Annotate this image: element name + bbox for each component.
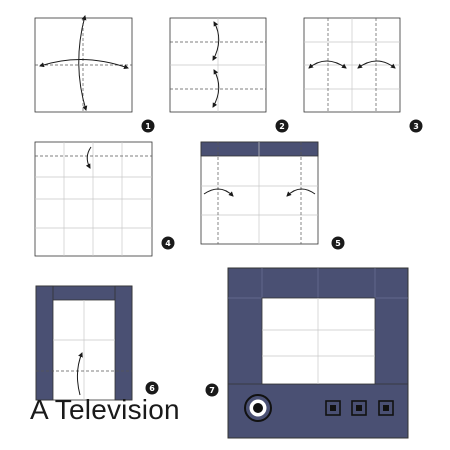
step-5-number: 5 (335, 239, 341, 248)
step-3: 3 (303, 17, 423, 133)
tv-screen (261, 297, 376, 385)
step-6: 6 (35, 285, 159, 401)
step-1-number: 1 (145, 122, 151, 131)
step-5-badge (331, 236, 345, 250)
tv-dial-icon (244, 394, 272, 422)
tv-button-icon (351, 400, 367, 416)
step-2: 2 (169, 17, 289, 133)
curved-fold-arrow-icon (85, 146, 92, 169)
step-7: 7 (205, 267, 409, 439)
tv-button-icon (325, 400, 341, 416)
step-4-badge (161, 236, 175, 250)
curved-fold-arrow-icon (286, 188, 316, 197)
curved-fold-arrow-icon (203, 188, 234, 197)
step-4-number: 4 (165, 239, 171, 248)
step-7-number: 7 (209, 386, 215, 395)
step-6-badge (145, 381, 159, 395)
step-4: 4 (34, 141, 175, 257)
curved-fold-arrow-icon (212, 69, 220, 108)
tv-button-icon (378, 400, 394, 416)
page-title: A Television (30, 394, 180, 425)
step-6-number: 6 (149, 384, 155, 393)
curved-fold-arrow-icon (308, 60, 347, 69)
step-3-number: 3 (413, 122, 419, 131)
curved-fold-arrow-icon (212, 21, 220, 61)
step-7-badge (205, 383, 219, 397)
step-1: 1 (34, 15, 155, 133)
step-5: 5 (200, 141, 345, 250)
step-5-paper (200, 141, 319, 245)
step-1-badge (141, 119, 155, 133)
step-2-number: 2 (279, 122, 285, 131)
step-5-colored-band (200, 141, 319, 157)
step-2-badge (275, 119, 289, 133)
step-3-badge (409, 119, 423, 133)
step-6-left-band (35, 285, 54, 401)
step-6-right-band (114, 285, 133, 401)
curved-fold-arrow-icon (357, 60, 396, 69)
curved-fold-arrow-icon (78, 15, 88, 111)
curved-fold-arrow-icon (76, 352, 83, 396)
